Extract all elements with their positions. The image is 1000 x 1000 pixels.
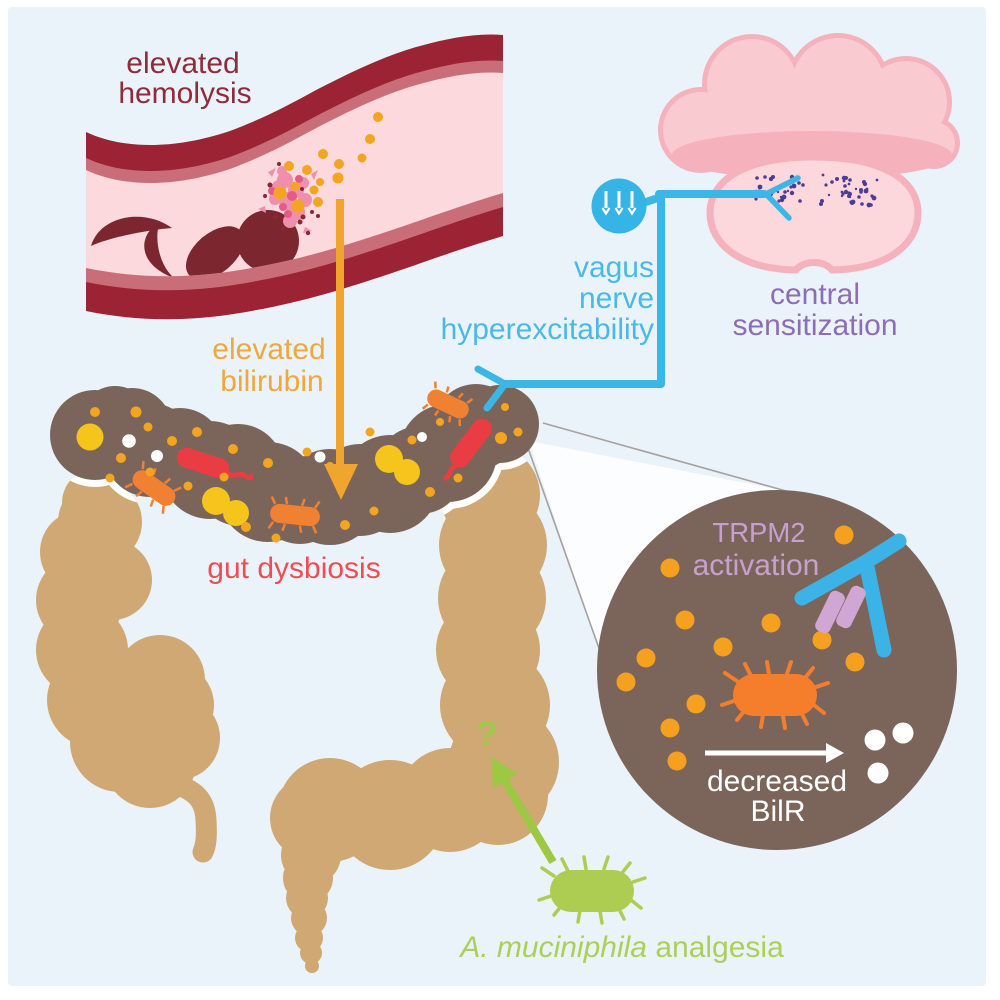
svg-text:gut dysbiosis: gut dysbiosis [207, 552, 380, 585]
svg-text:A. muciniphila analgesia: A. muciniphila analgesia [458, 931, 784, 964]
svg-text:central: central [770, 278, 860, 311]
svg-text:activation: activation [693, 549, 820, 582]
svg-text:decreased: decreased [707, 765, 847, 798]
svg-text:TRPM2: TRPM2 [712, 517, 805, 548]
svg-text:hemolysis: hemolysis [118, 77, 251, 110]
svg-text:BilR: BilR [750, 795, 805, 828]
svg-text:nerve: nerve [579, 282, 654, 315]
svg-text:hyperexcitability: hyperexcitability [441, 313, 654, 346]
svg-text:bilirubin: bilirubin [220, 365, 323, 398]
svg-text:vagus: vagus [574, 251, 654, 284]
svg-text:elevated: elevated [212, 333, 325, 366]
svg-text:sensitization: sensitization [732, 309, 897, 342]
svg-text:elevated: elevated [126, 47, 239, 80]
svg-text:?: ? [476, 715, 497, 754]
